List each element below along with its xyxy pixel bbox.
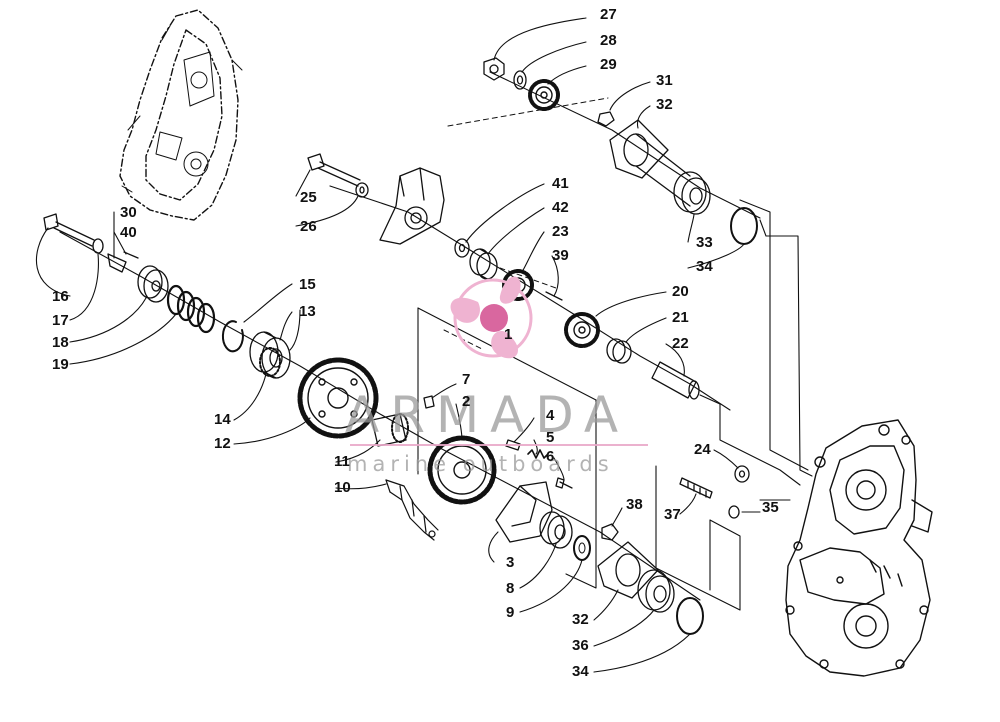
screw-part-7 — [423, 395, 435, 409]
callout-7: 7 — [462, 371, 471, 388]
callout-28: 28 — [600, 32, 617, 49]
callout-22: 22 — [672, 335, 689, 352]
callout-20: 20 — [672, 283, 689, 300]
callout-9: 9 — [506, 604, 515, 621]
pinion-part-11 — [371, 413, 409, 447]
bolt-part-16 — [43, 213, 95, 247]
callout-18: 18 — [52, 334, 69, 351]
callout-23: 23 — [552, 223, 569, 240]
lock-plate-part-30 — [107, 253, 127, 273]
callout-5: 5 — [546, 429, 555, 446]
callout-29: 29 — [600, 56, 617, 73]
pin-part-40 — [123, 251, 139, 259]
callout-34-top: 34 — [696, 258, 713, 275]
callout-8: 8 — [506, 580, 515, 597]
retaining-ring-part-34-bottom — [676, 597, 704, 635]
callout-36: 36 — [572, 637, 589, 654]
bearing-part-21 — [606, 338, 632, 364]
callout-6: 6 — [546, 448, 555, 465]
bearing-part-13 — [249, 331, 291, 379]
bolt-part-6 — [555, 477, 573, 489]
callout-30: 30 — [120, 204, 137, 221]
callout-14: 14 — [214, 411, 231, 428]
washer-part-28 — [513, 70, 527, 90]
callout-37: 37 — [664, 506, 681, 523]
mounting-bracket-part — [379, 167, 445, 245]
callout-13: 13 — [299, 303, 316, 320]
cup-part-18 — [137, 265, 169, 303]
callout-25: 25 — [300, 189, 317, 206]
callout-11: 11 — [334, 453, 350, 470]
callout-1: 1 — [504, 326, 513, 343]
callout-35: 35 — [762, 499, 779, 516]
callout-41: 41 — [552, 175, 569, 192]
snap-ring-part-15 — [221, 320, 244, 353]
callout-16: 16 — [52, 288, 69, 305]
nut-part-38 — [601, 523, 619, 541]
cam-part-3 — [495, 481, 553, 543]
bearing-part-33 — [673, 171, 711, 215]
spring-part-19 — [166, 284, 216, 334]
callout-32-top: 32 — [656, 96, 673, 113]
bearing-flange-part-32-top — [609, 119, 691, 207]
race-part-14 — [259, 347, 281, 377]
callout-2: 2 — [462, 393, 471, 410]
washer-part-26 — [355, 182, 369, 198]
callout-4: 4 — [546, 407, 555, 424]
armada-logo-icon — [450, 276, 533, 359]
washer-part-9 — [573, 535, 591, 561]
callout-12: 12 — [214, 435, 231, 452]
sprocket-part-12 — [297, 357, 379, 439]
callout-15: 15 — [299, 276, 316, 293]
callout-34-bottom: 34 — [572, 663, 589, 680]
bearing-flange-part-32-bottom — [597, 541, 659, 599]
callout-42: 42 — [552, 199, 569, 216]
leader-lines — [36, 17, 761, 673]
chain-part-10 — [385, 479, 439, 541]
sprocket-part-20 — [564, 312, 600, 348]
callout-21: 21 — [672, 309, 689, 326]
sprocket-part-29 — [528, 79, 560, 111]
washer-part-17 — [92, 238, 104, 254]
assembly-axes — [59, 71, 813, 601]
callout-24: 24 — [694, 441, 711, 458]
watermark-brand: ARMADA — [345, 386, 630, 444]
washer-part-41 — [454, 238, 470, 258]
watermark-divider — [350, 444, 648, 446]
stud-part-37 — [679, 477, 713, 499]
callout-19: 19 — [52, 356, 69, 373]
nut-part-27 — [483, 57, 505, 81]
chain-case-cover-part — [119, 9, 239, 221]
callout-39: 39 — [552, 247, 569, 264]
callout-17: 17 — [52, 312, 69, 329]
spring-part-5 — [527, 449, 549, 459]
callout-40: 40 — [120, 224, 137, 241]
chain-case-cover-detail — [121, 25, 243, 193]
washer-part-24 — [734, 465, 750, 483]
callout-3: 3 — [506, 554, 515, 571]
callout-33: 33 — [696, 234, 713, 251]
sleeve-part-22 — [651, 361, 700, 400]
washer-part-35 — [728, 505, 740, 519]
gear-housing-part — [785, 419, 933, 677]
callout-38: 38 — [626, 496, 643, 513]
callout-31: 31 — [656, 72, 673, 89]
callout-10: 10 — [334, 479, 351, 496]
callout-32-bottom: 32 — [572, 611, 589, 628]
screw-part-31 — [597, 111, 615, 127]
watermark-tagline: marine outboards — [347, 452, 614, 476]
retaining-ring-part-34-top — [730, 207, 758, 245]
bearing-part-8 — [539, 511, 573, 549]
bearing-part-36 — [637, 569, 675, 613]
bolt-part-25 — [307, 153, 361, 187]
callout-27: 27 — [600, 6, 617, 23]
callout-26: 26 — [300, 218, 317, 235]
